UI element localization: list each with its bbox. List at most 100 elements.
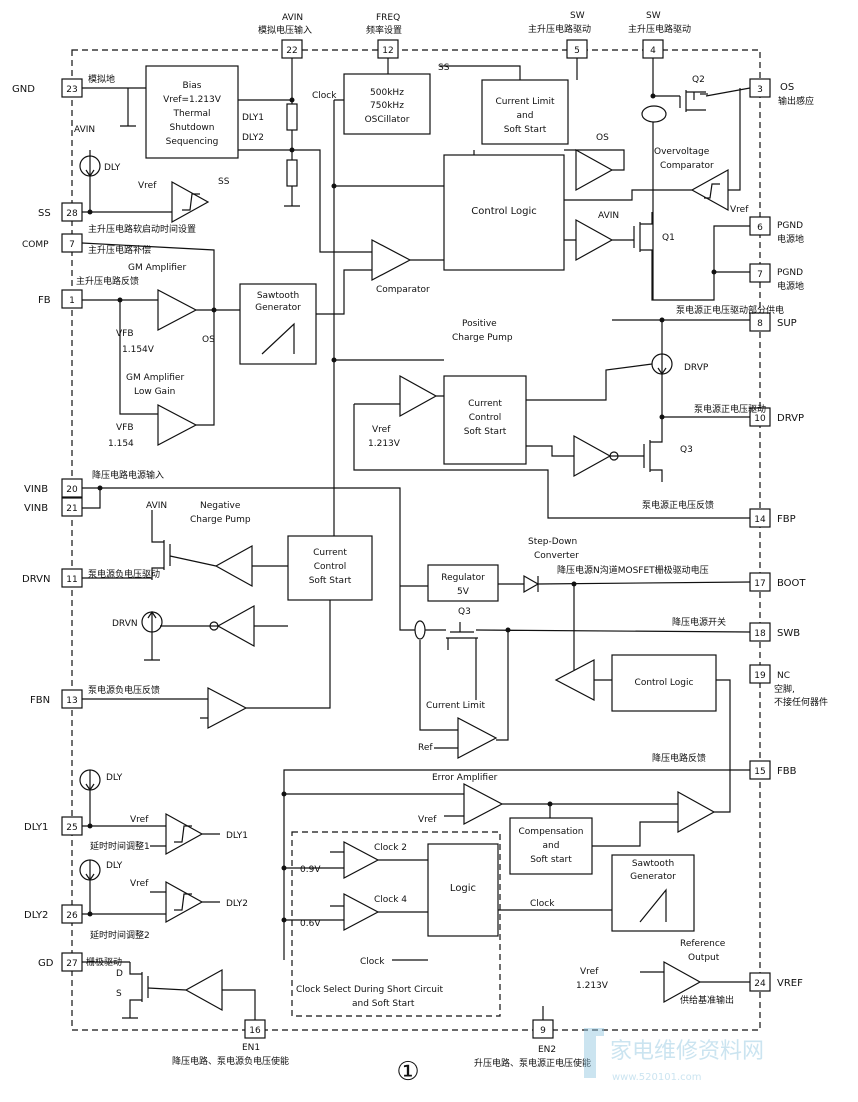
q3-mosfet-buck (446, 622, 478, 650)
gd-s-label: S (116, 989, 122, 999)
svg-text:PGND: PGND (777, 268, 803, 278)
pin-12: 12 FREQ 频率设置 (366, 13, 402, 59)
svg-text:供给基准输出: 供给基准输出 (680, 994, 734, 1006)
svg-text:DRVP: DRVP (777, 413, 804, 424)
svg-text:Control: Control (469, 413, 502, 423)
pin-24: 24 VREF 供给基准输出 (680, 972, 803, 1006)
pin-18: 18 SWB 降压电源开关 (672, 616, 800, 642)
pin-1: 1 FB 主升压电路反馈 (38, 275, 139, 309)
vref-d1: Vref (130, 815, 149, 825)
svg-text:不接任何器件: 不接任何器件 (774, 696, 828, 708)
svg-text:25: 25 (66, 823, 77, 833)
current-source-drvn (141, 610, 163, 633)
chip-outline (71, 49, 761, 1031)
pin-25: 25 DLY1 延时时间调整1 (24, 816, 150, 852)
dly-label: DLY (104, 163, 121, 173)
svg-text:10: 10 (754, 414, 766, 424)
pin-7-comp: 7 COMP 主升压电路补偿 (22, 233, 151, 256)
svg-text:DLY2: DLY2 (24, 910, 48, 921)
overvoltage-label: Overvoltage (654, 147, 710, 157)
svg-text:Soft Start: Soft Start (464, 427, 507, 437)
ref-label: Ref (418, 743, 433, 753)
sawtooth-bot: Sawtooth Generator (611, 854, 695, 932)
compensation-block: Compensation and Soft start (509, 817, 593, 875)
svg-text:17: 17 (754, 579, 765, 589)
ref-output-label: Reference (680, 939, 726, 949)
neg-cp-label2: Charge Pump (190, 515, 251, 525)
current-limit-label: Current Limit (426, 701, 485, 711)
charge-pump-label: Charge Pump (452, 333, 513, 343)
svg-text:VINB: VINB (24, 503, 48, 514)
comparator-label: Comparator (376, 285, 430, 295)
svg-text:5V: 5V (457, 587, 470, 597)
svg-text:Generator: Generator (630, 872, 676, 882)
svg-text:Vref=1.213V: Vref=1.213V (163, 95, 222, 105)
step-down-label: Step-Down (528, 537, 577, 547)
resistor-bottom (286, 159, 298, 187)
svg-text:泵电源负电压驱动: 泵电源负电压驱动 (88, 568, 160, 580)
resistor-top (286, 103, 298, 131)
q1-driver (575, 218, 614, 262)
svg-text:1: 1 (69, 296, 75, 306)
svg-text:27: 27 (66, 959, 77, 969)
svg-text:FBB: FBB (777, 766, 797, 777)
ss-out-label: SS (218, 177, 230, 187)
svg-text:主升压电路软启动时间设置: 主升压电路软启动时间设置 (88, 223, 196, 235)
vfb1-label: VFB (116, 329, 134, 339)
gd-d-label: D (116, 969, 123, 979)
svg-text:Shutdown: Shutdown (170, 123, 215, 133)
pin-20: 20 VINB 降压电路电源输入 (24, 469, 164, 498)
dly1-out: DLY1 (226, 831, 248, 841)
vref-ea: Vref (418, 815, 437, 825)
svg-text:and: and (543, 841, 560, 851)
svg-text:20: 20 (66, 485, 78, 495)
svg-text:23: 23 (66, 85, 77, 95)
os-comparator (575, 148, 614, 192)
dly2-signal: DLY2 (242, 133, 264, 143)
vfb2-value: 1.154 (108, 439, 134, 449)
current-limit-block: Current Limit and Soft Start (481, 79, 569, 145)
sawtooth-top: Sawtooth Generator (239, 283, 317, 365)
pin-23: 23 GND 模拟地 (12, 73, 115, 98)
pos-cp-amplifier (399, 374, 438, 418)
ss-input-label: SS (438, 63, 450, 73)
svg-text:GD: GD (38, 958, 54, 969)
boot-diode (523, 574, 540, 594)
current-control-neg: Current Control Soft Start (287, 535, 373, 601)
svg-text:主升压电路补偿: 主升压电路补偿 (88, 244, 151, 256)
svg-text:6: 6 (757, 223, 763, 233)
q3-label: Q3 (680, 445, 693, 455)
figure-number: ① (396, 1057, 419, 1087)
svg-text:EN2: EN2 (538, 1045, 556, 1055)
svg-text:FBN: FBN (30, 695, 50, 706)
svg-text:降压电源N沟道MOSFET栅极驱动电压: 降压电源N沟道MOSFET栅极驱动电压 (557, 564, 709, 576)
drvp-source: DRVP (684, 363, 709, 373)
q3b-label: Q3 (458, 607, 471, 617)
svg-text:降压电路反馈: 降压电路反馈 (652, 752, 706, 764)
svg-text:Soft Start: Soft Start (309, 576, 352, 586)
svg-text:Logic: Logic (450, 883, 476, 894)
svg-text:PGND: PGND (777, 221, 803, 231)
pin-9: 9 EN2 升压电路、泵电源正电压使能 (474, 1019, 591, 1069)
svg-text:Thermal: Thermal (172, 109, 210, 119)
svg-text:Soft Start: Soft Start (504, 125, 547, 135)
svg-text:SW: SW (570, 11, 585, 21)
v06-label: 0.6V (300, 919, 321, 929)
vref-24-value: 1.213V (576, 981, 609, 991)
current-control-pos: Current Control Soft Start (443, 375, 527, 465)
svg-text:泵电源正电压反馈: 泵电源正电压反馈 (642, 499, 714, 511)
svg-text:降压电路电源输入: 降压电路电源输入 (92, 469, 164, 481)
svg-text:Control: Control (314, 562, 347, 572)
error-amp-label: Error Amplifier (432, 773, 498, 783)
svg-text:SS: SS (38, 208, 51, 219)
svg-text:9: 9 (540, 1026, 546, 1036)
dly2-out: DLY2 (226, 899, 248, 909)
svg-text:7: 7 (69, 240, 75, 250)
svg-text:Current: Current (313, 548, 347, 558)
vref-ov: Vref (730, 205, 749, 215)
gm-low-label: GM Amplifier (126, 373, 184, 383)
svg-text:降压电源开关: 降压电源开关 (672, 616, 726, 628)
svg-text:16: 16 (249, 1026, 261, 1036)
current-source-dly1 (79, 769, 101, 792)
